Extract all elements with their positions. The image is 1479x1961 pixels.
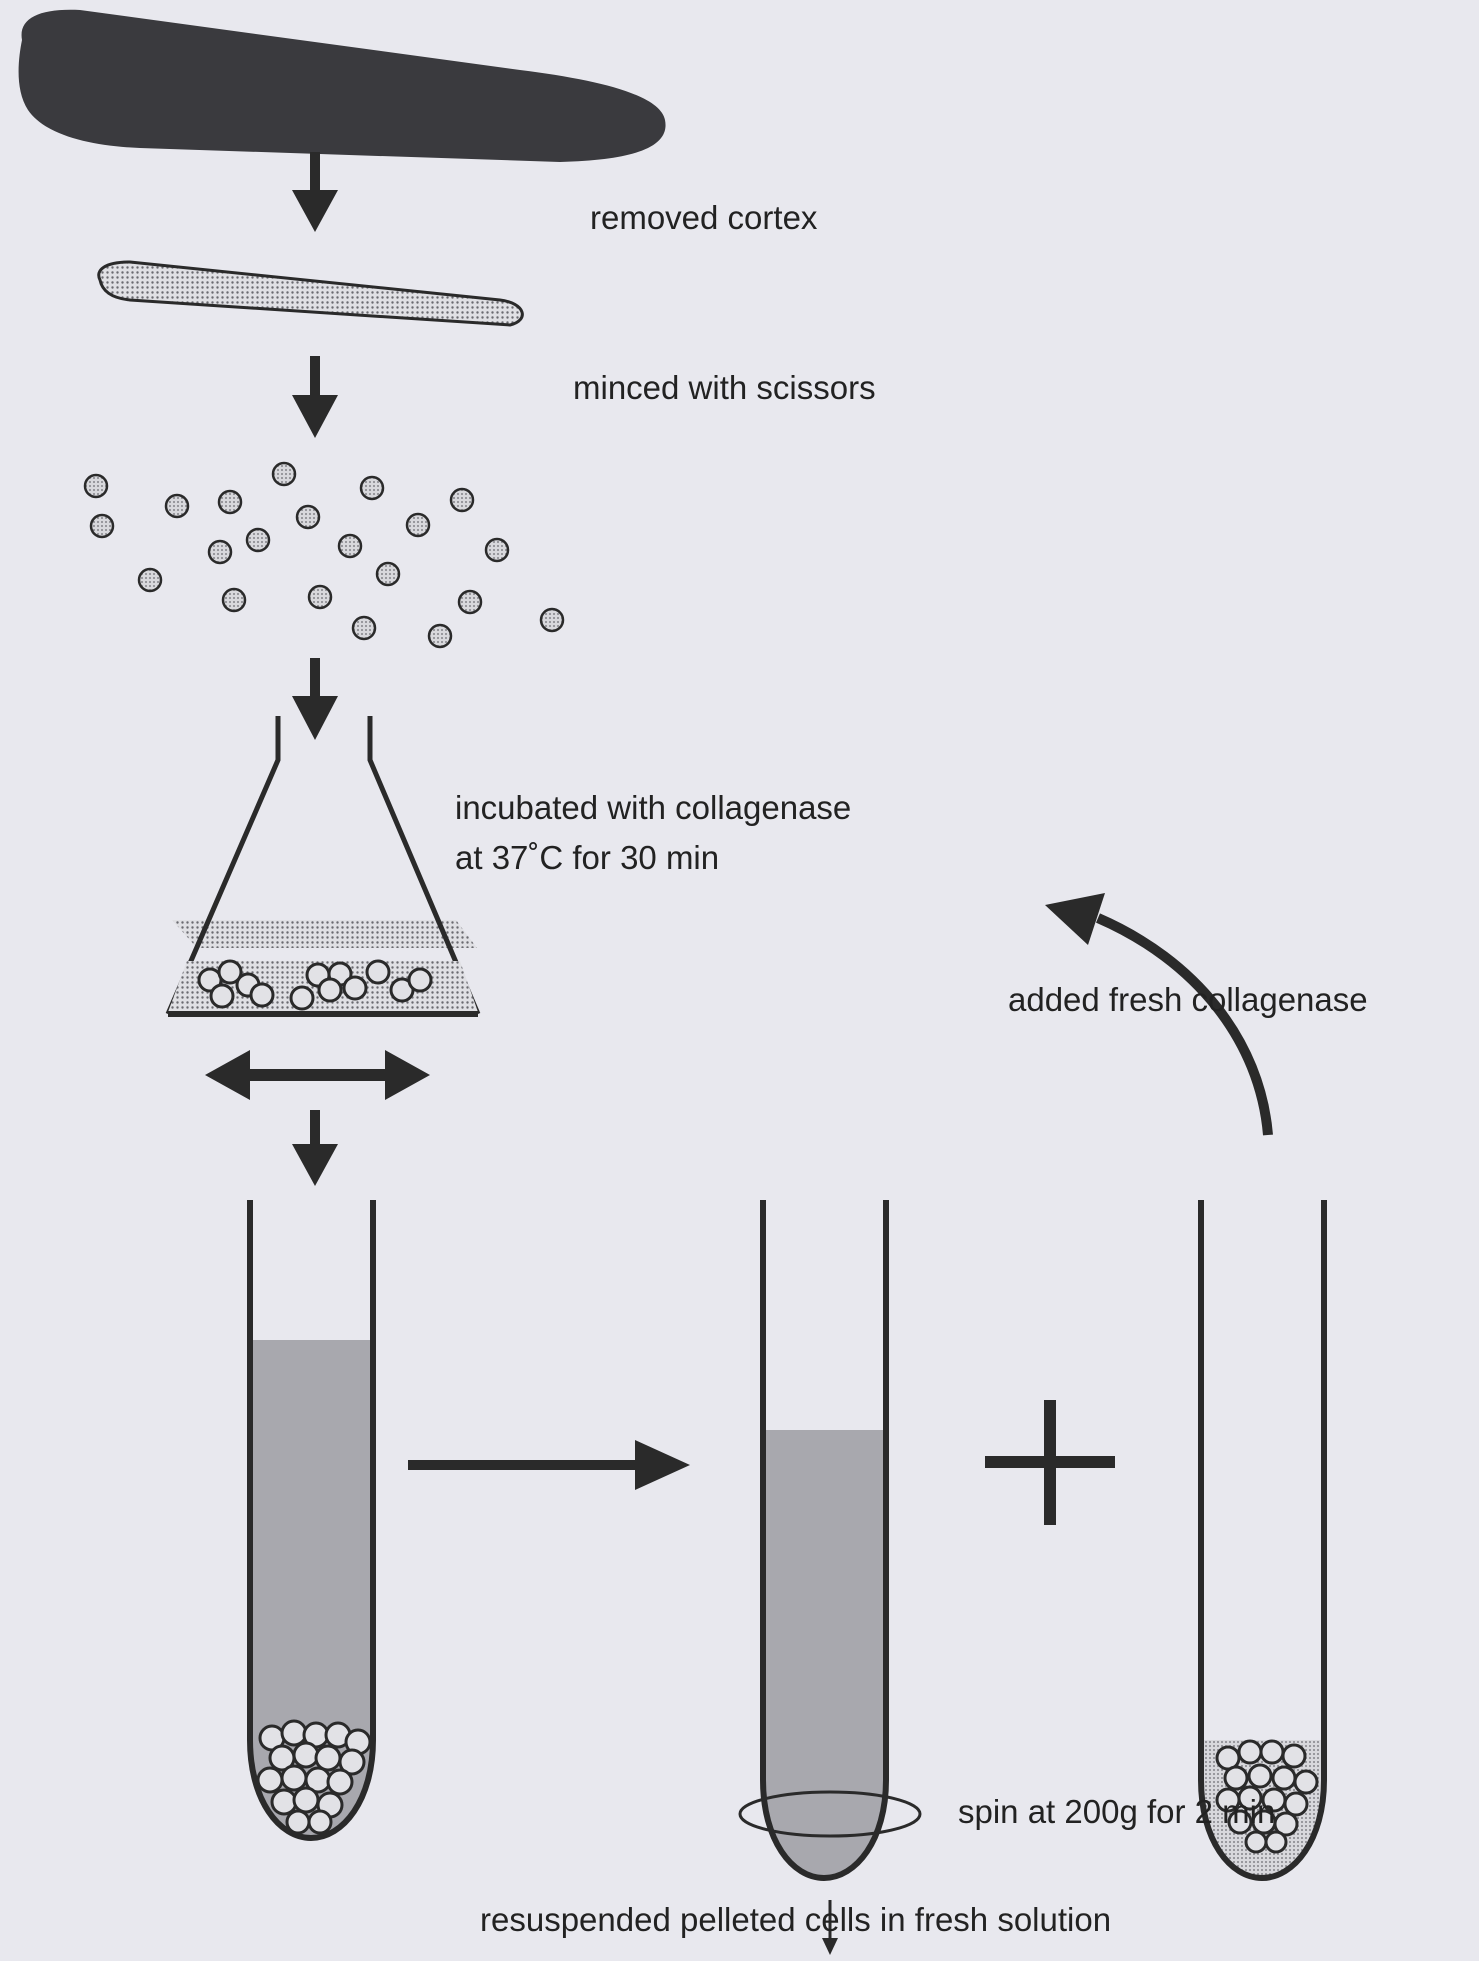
label-resuspended: resuspended pelleted cells in fresh solu… <box>480 1900 1111 1940</box>
plus-sign <box>985 1400 1115 1525</box>
flask <box>168 716 478 1014</box>
shake-arrow <box>205 1050 430 1100</box>
removed-cortex-slice <box>99 262 523 325</box>
arrow-down-4 <box>292 1110 338 1186</box>
minced-fragments <box>85 463 563 647</box>
label-incubated-line1: incubated with collagenase <box>455 788 851 828</box>
tube-3 <box>1201 1200 1324 1878</box>
label-incubated-line2: at 37˚C for 30 min <box>455 838 719 878</box>
arrow-right <box>408 1440 690 1490</box>
label-added-fresh: added fresh collagenase <box>1008 980 1368 1020</box>
label-spin: spin at 200g for 2 min <box>958 1792 1275 1832</box>
tube-1 <box>250 1200 373 1838</box>
label-removed-cortex: removed cortex <box>590 198 817 238</box>
whole-tissue <box>19 10 666 162</box>
arrow-down-3 <box>292 658 338 740</box>
arrow-down-2 <box>292 356 338 438</box>
arrow-down-1 <box>292 152 338 232</box>
label-minced: minced with scissors <box>573 368 876 408</box>
tube-2 <box>763 1200 886 1878</box>
